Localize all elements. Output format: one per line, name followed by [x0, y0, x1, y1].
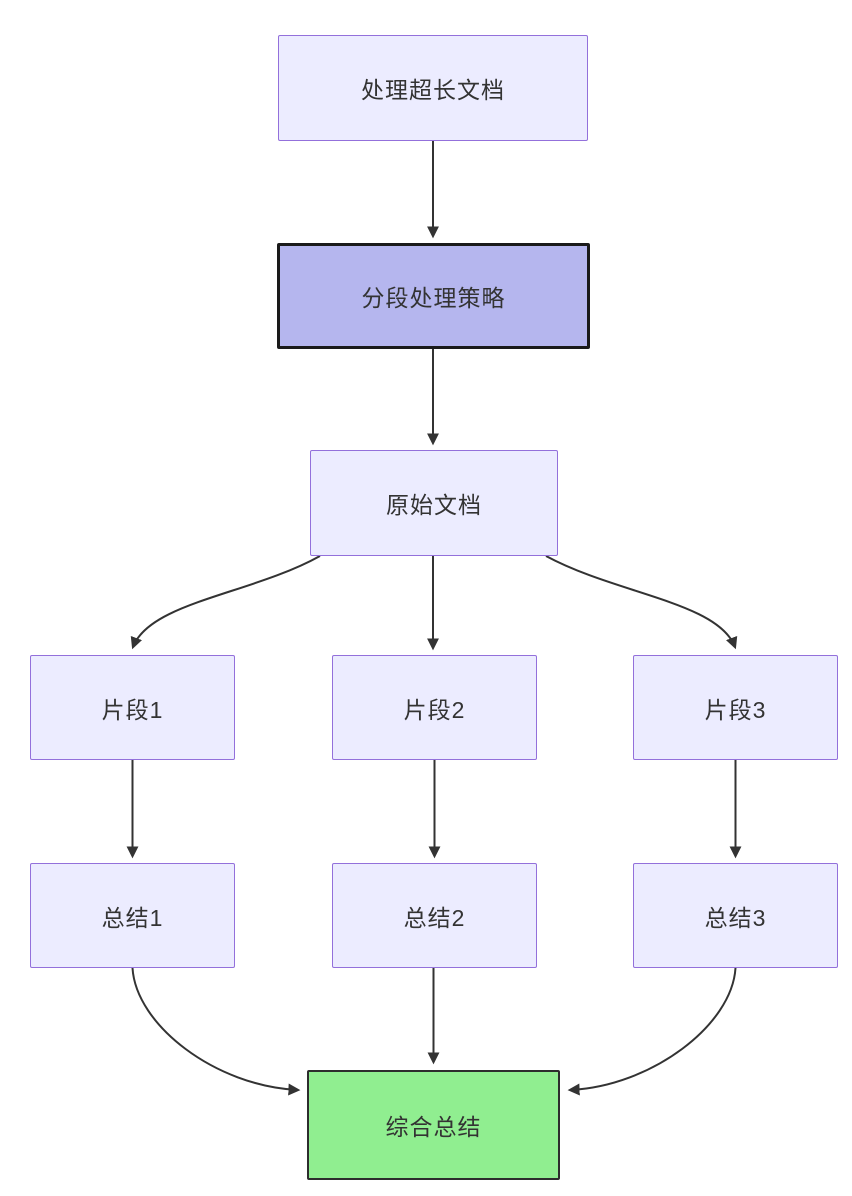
node-fragment-1-label: 片段1	[101, 696, 164, 723]
node-process-long-document: 处理超长文档	[278, 35, 588, 141]
edge-summary1-final	[131, 967, 301, 1096]
edge-original-fragment1	[130, 555, 321, 650]
node-comprehensive-summary-label: 综合总结	[385, 1114, 482, 1140]
node-summary-2-label: 总结2	[403, 904, 466, 931]
edge-summary3-final	[567, 967, 737, 1096]
node-fragment-3-label: 片段3	[704, 696, 767, 723]
node-comprehensive-summary: 综合总结	[307, 1070, 560, 1180]
node-summary-2: 总结2	[332, 863, 537, 968]
node-summary-1: 总结1	[30, 863, 235, 968]
node-summary-3-label: 总结3	[704, 904, 767, 931]
node-segmentation-strategy: 分段处理策略	[277, 243, 590, 349]
node-process-long-document-label: 处理超长文档	[361, 77, 505, 103]
edge-original-fragment3	[545, 555, 738, 650]
node-fragment-3: 片段3	[633, 655, 838, 760]
node-original-document: 原始文档	[310, 450, 558, 556]
node-segmentation-strategy-label: 分段处理策略	[361, 285, 506, 311]
node-original-document-label: 原始文档	[386, 492, 482, 518]
node-fragment-2-label: 片段2	[403, 696, 466, 723]
node-fragment-1: 片段1	[30, 655, 235, 760]
node-summary-3: 总结3	[633, 863, 838, 968]
node-summary-1-label: 总结1	[101, 904, 164, 931]
node-fragment-2: 片段2	[332, 655, 537, 760]
